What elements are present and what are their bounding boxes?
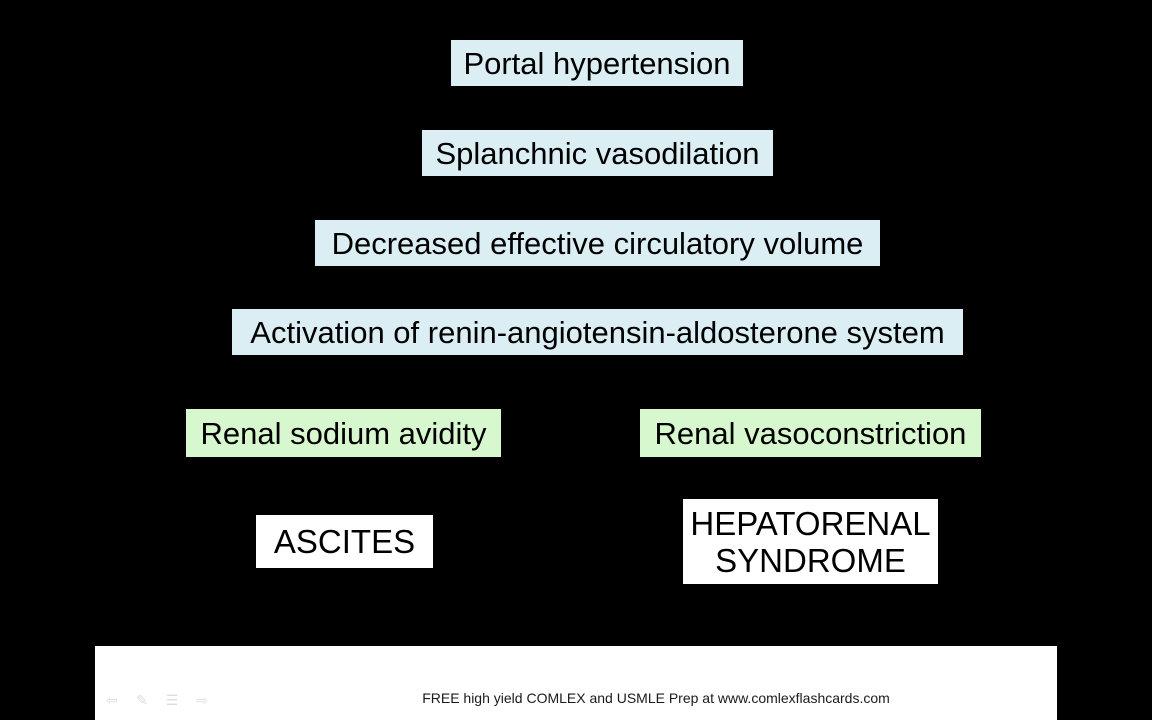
menu-icon[interactable]: ☰ — [165, 692, 179, 708]
splanchnic-vasodilation-box: Splanchnic vasodilation — [422, 130, 773, 176]
portal-hypertension-box: Portal hypertension — [451, 40, 743, 86]
forward-arrow-icon[interactable]: ⇨ — [196, 692, 208, 708]
footer-text: FREE high yield COMLEX and USMLE Prep at… — [422, 690, 890, 706]
pen-icon[interactable]: ✎ — [136, 692, 148, 708]
ascites-box: ASCITES — [256, 515, 433, 568]
decreased-volume-box: Decreased effective circulatory volume — [315, 220, 880, 266]
renal-vasoconstriction-box: Renal vasoconstriction — [640, 409, 981, 457]
back-arrow-icon[interactable]: ⇦ — [106, 692, 118, 708]
hepatorenal-syndrome-box: HEPATORENAL SYNDROME — [683, 499, 938, 584]
renal-sodium-avidity-box: Renal sodium avidity — [186, 409, 501, 457]
raas-activation-box: Activation of renin-angiotensin-aldoster… — [232, 309, 963, 355]
slide-nav-controls: ⇦ ✎ ☰ ⇨ — [103, 693, 211, 707]
hepatorenal-line-1: HEPATORENAL — [690, 504, 931, 542]
footer-bar: ⇦ ✎ ☰ ⇨ FREE high yield COMLEX and USMLE… — [95, 646, 1057, 720]
hepatorenal-line-2: SYNDROME — [715, 541, 906, 579]
